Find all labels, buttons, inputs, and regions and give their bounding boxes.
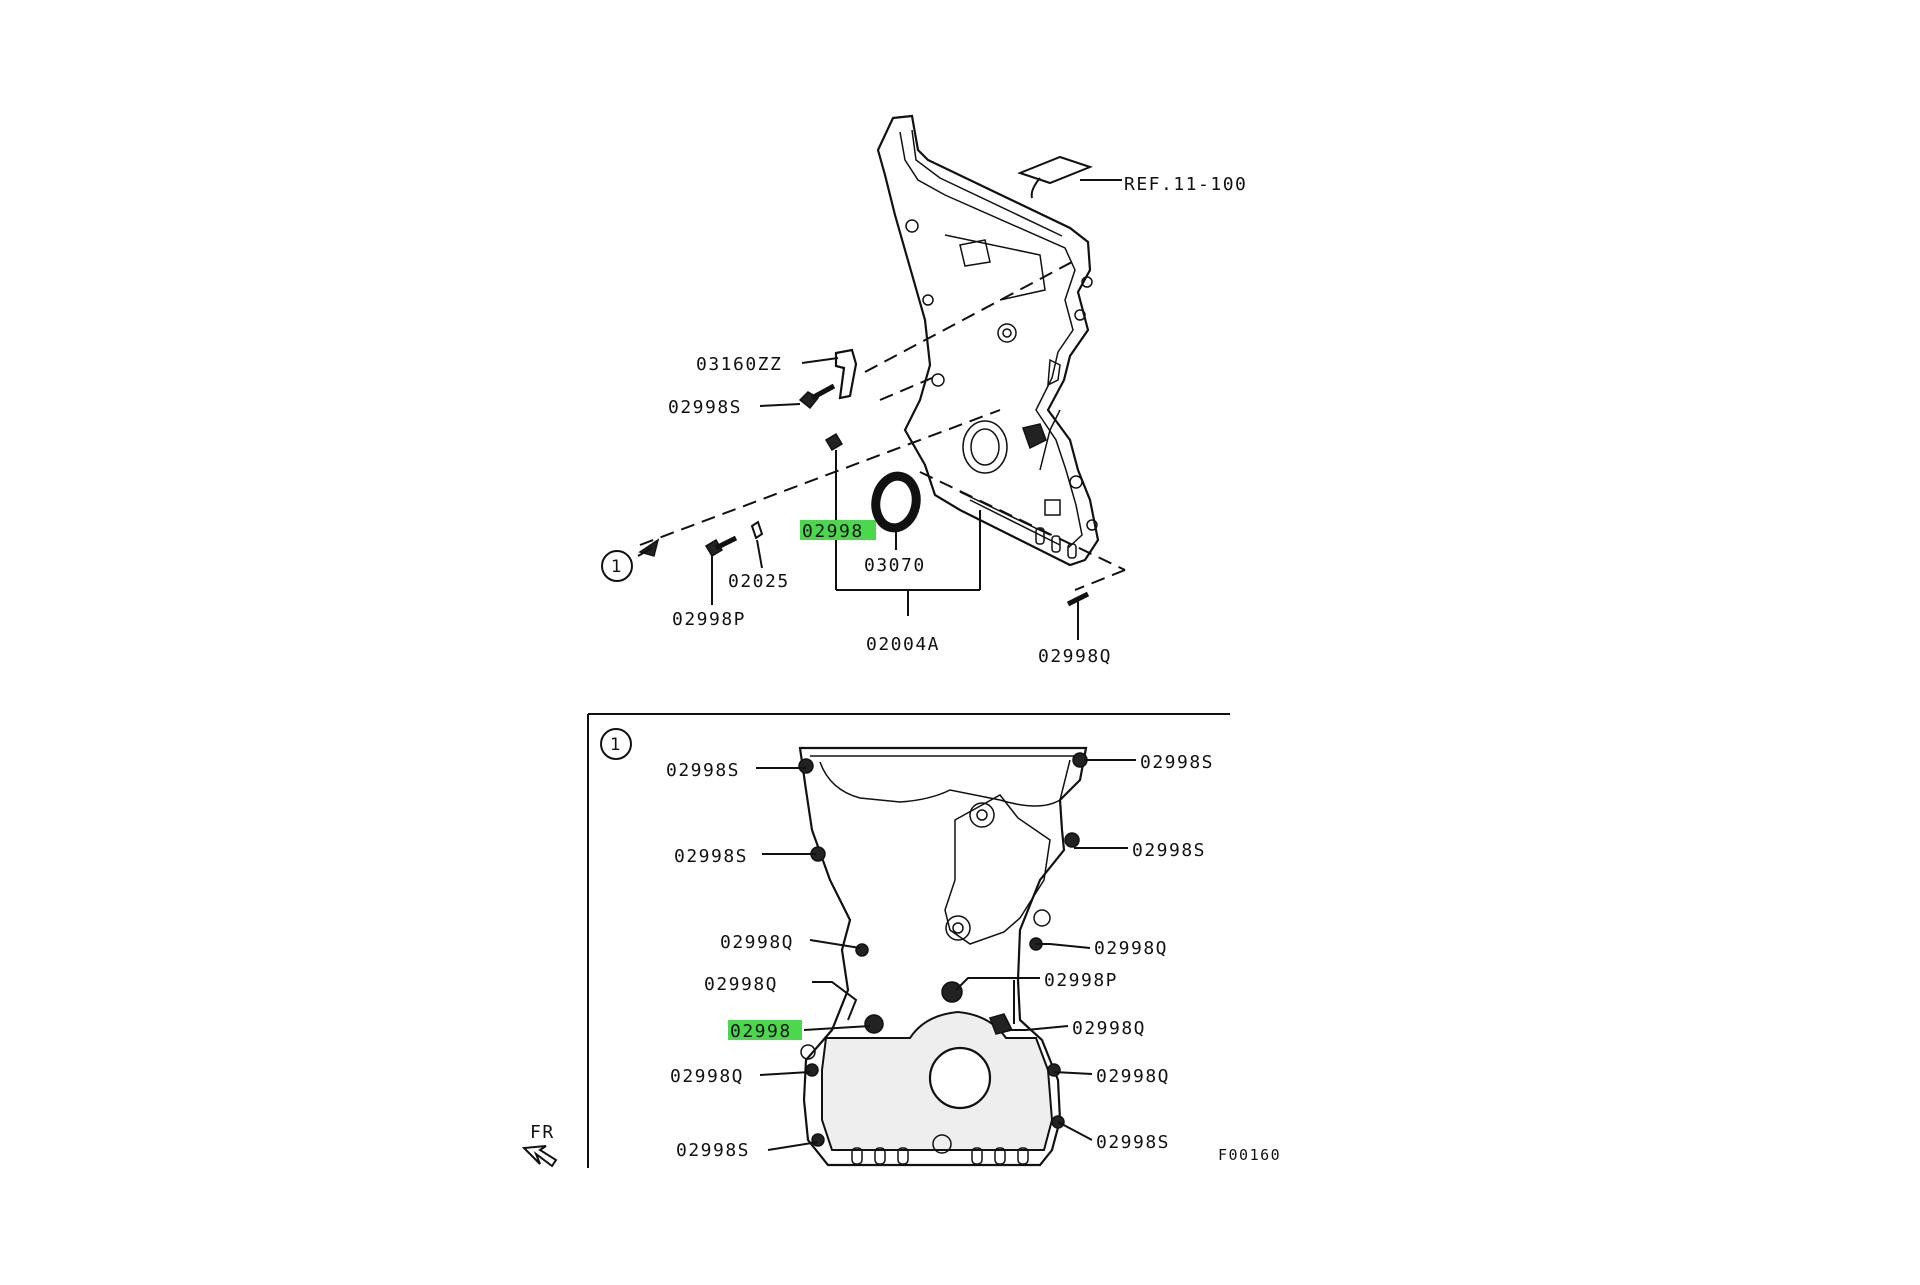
- assembly-bracket: 02004A: [836, 510, 981, 655]
- label-03070: 03070: [864, 555, 926, 576]
- inset-cover: [798, 746, 1088, 1167]
- assembly-lines: [639, 261, 1126, 591]
- pin-02025: 02025: [728, 520, 790, 592]
- inset-right-label: 02998S: [1096, 1132, 1170, 1153]
- direction-label: FR: [530, 1122, 555, 1143]
- inset-highlight-marker: [728, 1020, 802, 1040]
- inset-right-label: 02998S: [1132, 840, 1206, 861]
- inset-frame: 1: [587, 713, 1230, 1168]
- inset-right-label: 02998Q: [1094, 938, 1168, 959]
- front-direction-indicator: FR: [521, 1122, 558, 1168]
- inset-callout-number: 1: [610, 735, 621, 755]
- bracket-part: 03160ZZ: [696, 348, 858, 400]
- label-03160zz: 03160ZZ: [696, 354, 782, 375]
- inset-left-label-highlight: 02998: [730, 1021, 792, 1042]
- inset-right-label: 02998P: [1044, 970, 1118, 991]
- label-02025: 02025: [728, 571, 790, 592]
- inset-right-label: 02998S: [1140, 752, 1214, 773]
- label-02998s: 02998S: [668, 397, 742, 418]
- highlight-marker: [800, 520, 876, 540]
- inset-left-label: 02998S: [674, 846, 748, 867]
- callout-number: 1: [611, 557, 622, 577]
- inset-left-label: 02998S: [666, 760, 740, 781]
- bolt-02998q: 02998Q: [1038, 591, 1112, 667]
- bolt-02998s: 02998S: [668, 383, 836, 418]
- oil-seal-03070: 03070: [864, 471, 926, 576]
- label-02998-highlight: 02998: [802, 521, 864, 542]
- ref-label: REF.11-100: [1124, 174, 1247, 195]
- inset-leaders-left: [756, 767, 871, 1151]
- figure-code: F00160: [1218, 1146, 1281, 1164]
- label-02004a: 02004A: [866, 634, 940, 655]
- timing-case-cover: [876, 114, 1100, 567]
- inset-left-label: 02998S: [676, 1140, 750, 1161]
- detail-callout: 1: [601, 538, 660, 582]
- label-02998p: 02998P: [672, 609, 746, 630]
- inset-left-label: 02998Q: [704, 974, 778, 995]
- inset-left-label: 02998Q: [720, 932, 794, 953]
- inset-right-label: 02998Q: [1096, 1066, 1170, 1087]
- inset-labels-left: 02998S 02998S 02998Q 02998Q 02998 02998Q…: [666, 760, 802, 1161]
- inset-right-label: 02998Q: [1072, 1018, 1146, 1039]
- label-02998q: 02998Q: [1038, 646, 1112, 667]
- ref-callout: REF.11-100: [1017, 155, 1247, 199]
- bolt-02998-highlight: 02998: [800, 432, 876, 590]
- inset-left-label: 02998Q: [670, 1066, 744, 1087]
- bolt-02998p: 02998P: [672, 535, 746, 630]
- inset-leaders-right: [955, 759, 1136, 1141]
- front-arrow-icon: [521, 1145, 558, 1168]
- inset-labels-right: 02998S 02998S 02998Q 02998P 02998Q 02998…: [1044, 752, 1214, 1153]
